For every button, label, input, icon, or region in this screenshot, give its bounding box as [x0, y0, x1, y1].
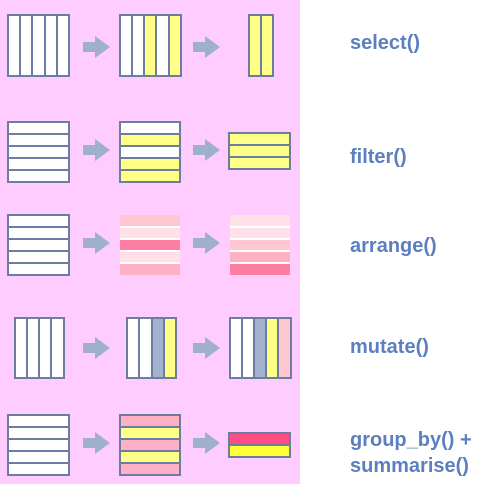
mutate-row — [14, 317, 292, 379]
filter-middle-table — [119, 121, 181, 183]
mutate-middle-table — [126, 317, 177, 379]
group-by-summarise-row — [7, 414, 291, 476]
group-by-label: group_by() + — [350, 429, 472, 451]
arrow-right-icon — [83, 232, 110, 254]
group-by-input-table — [7, 414, 70, 476]
select-row — [7, 14, 274, 77]
arrow-right-icon — [83, 337, 110, 359]
filter-row — [7, 121, 291, 183]
filter-label: filter() — [350, 146, 407, 168]
select-middle-table — [119, 14, 182, 77]
mutate-output-table — [229, 317, 292, 379]
mutate-input-table — [14, 317, 65, 379]
arrange-middle-table — [120, 215, 180, 275]
mutate-label: mutate() — [350, 336, 429, 358]
arrow-right-icon — [193, 232, 220, 254]
select-label: select() — [350, 32, 421, 54]
summarise-label: summarise() — [350, 455, 469, 477]
arrange-row — [7, 214, 290, 276]
filter-output-table — [228, 132, 291, 170]
arrow-right-icon — [193, 36, 220, 58]
arrange-label: arrange() — [350, 235, 437, 257]
summarise-output-table — [228, 432, 291, 458]
arrange-input-table — [7, 214, 70, 276]
arrow-right-icon — [193, 337, 220, 359]
arrow-right-icon — [83, 36, 110, 58]
group-by-middle-table — [119, 414, 181, 476]
arrange-output-table — [230, 215, 290, 275]
arrow-right-icon — [83, 432, 110, 454]
arrow-right-icon — [83, 139, 110, 161]
filter-input-table — [7, 121, 70, 183]
select-input-table — [7, 14, 70, 77]
arrow-right-icon — [193, 139, 220, 161]
select-output-table — [248, 14, 274, 77]
arrow-right-icon — [193, 432, 220, 454]
